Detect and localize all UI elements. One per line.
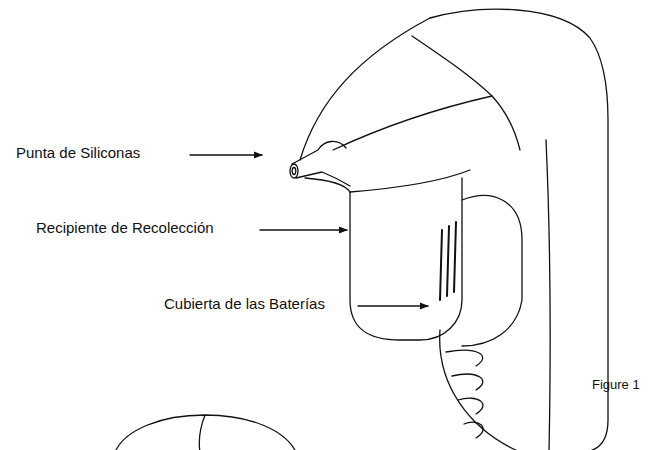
grip-rib [458, 398, 483, 414]
tip-hole [292, 168, 296, 175]
figure-number: Figure 1 [592, 376, 640, 394]
leader-arrow [358, 305, 428, 306]
grip-outline [440, 330, 520, 450]
grip-rib [446, 350, 483, 366]
container-back [462, 196, 522, 346]
leader-arrow [260, 229, 347, 230]
handle-outline [430, 9, 608, 450]
next-figure [115, 415, 296, 450]
tip-opening [290, 164, 298, 178]
silicone-tip [292, 141, 350, 186]
grip-rib [464, 422, 483, 438]
container-top [350, 170, 470, 192]
grip-ribs [446, 350, 483, 438]
head-top [300, 18, 430, 160]
handle-seam [546, 140, 550, 450]
head-band [333, 96, 492, 150]
part-label: Cubierta de las Baterías [164, 295, 325, 313]
leader-arrow [190, 154, 262, 155]
head-seam [412, 36, 520, 150]
collection-container [350, 178, 462, 340]
part-label: Recipiente de Recolección [36, 219, 214, 237]
grip-rib [452, 374, 483, 390]
head-face [305, 178, 350, 192]
part-label: Punta de Siliconas [16, 144, 140, 162]
container-lines [440, 222, 456, 300]
